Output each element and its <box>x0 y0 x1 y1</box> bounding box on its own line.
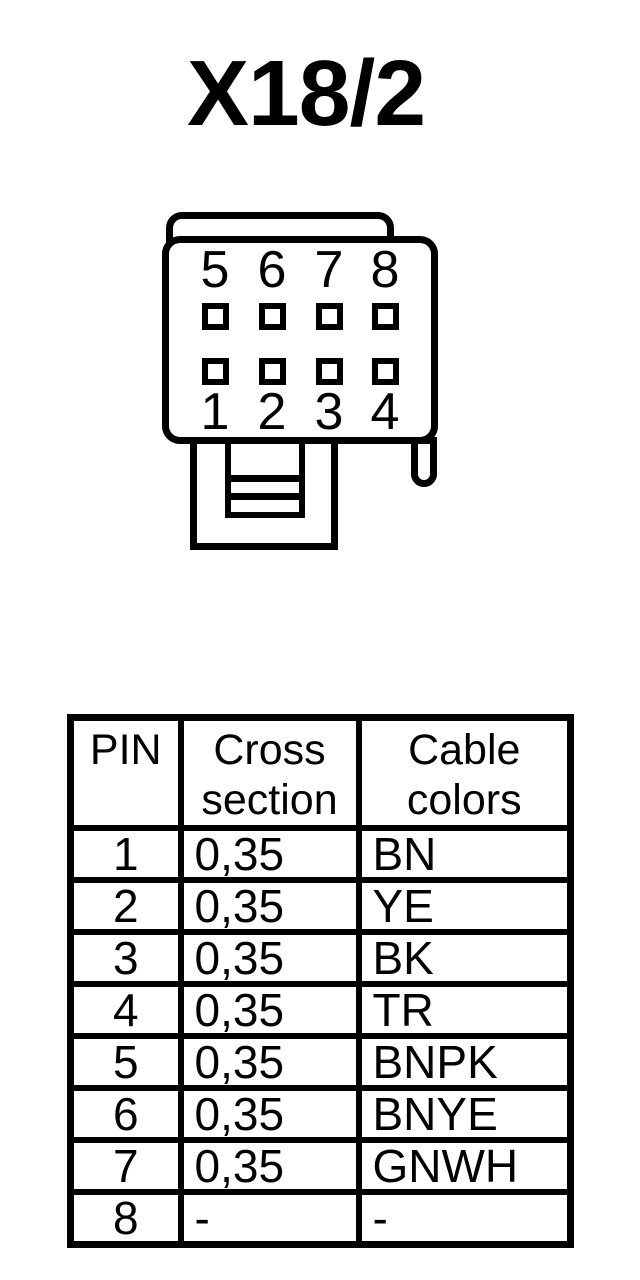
pin-cell: 4 <box>67 981 184 1039</box>
cable-color-cell: BK <box>355 929 574 987</box>
cable-color-cell: BNPK <box>355 1033 574 1091</box>
table-row: 2 0,35 YE <box>67 877 574 935</box>
pin-label-8: 8 <box>370 241 400 299</box>
pin-cell: 3 <box>67 929 184 987</box>
cable-color-cell: BNYE <box>355 1085 574 1143</box>
table-row: 6 0,35 BNYE <box>67 1085 574 1143</box>
pin-cavity-square <box>316 358 343 385</box>
cable-color-cell: TR <box>355 981 574 1039</box>
pin-label-1: 1 <box>200 383 230 441</box>
connector-side-peg <box>411 437 437 487</box>
table-row: 5 0,35 BNPK <box>67 1033 574 1091</box>
pin-cavity-square <box>259 303 286 330</box>
table-header-row: PIN Cross section Cable colors <box>67 714 574 831</box>
table-row: 8 - - <box>67 1189 574 1248</box>
col-header-pin: PIN <box>67 714 184 831</box>
latch-rib <box>228 475 302 482</box>
pin-label-2: 2 <box>257 383 287 441</box>
pin-label-5: 5 <box>200 241 230 299</box>
cable-color-cell: GNWH <box>355 1137 574 1195</box>
table-row: 1 0,35 BN <box>67 825 574 883</box>
pin-cell: 6 <box>67 1085 184 1143</box>
col-header-cross-section: Cross section <box>177 714 362 831</box>
pin-cell: 2 <box>67 877 184 935</box>
pin-cavity-square <box>259 358 286 385</box>
pin-label-6: 6 <box>257 241 287 299</box>
cross-section-cell: - <box>177 1189 362 1248</box>
cross-section-cell: 0,35 <box>177 929 362 987</box>
latch-rib <box>228 493 302 500</box>
pin-cell: 8 <box>67 1189 184 1248</box>
table-row: 3 0,35 BK <box>67 929 574 987</box>
cross-section-cell: 0,35 <box>177 877 362 935</box>
col-header-pin-label: PIN <box>89 726 162 774</box>
pin-cavity-square <box>372 303 399 330</box>
pin-cell: 5 <box>67 1033 184 1091</box>
cross-section-cell: 0,35 <box>177 825 362 883</box>
cable-color-cell: YE <box>355 877 574 935</box>
cross-section-cell: 0,35 <box>177 1137 362 1195</box>
page-title: X18/2 <box>187 41 426 145</box>
cross-section-cell: 0,35 <box>177 981 362 1039</box>
pin-label-3: 3 <box>314 383 344 441</box>
connector-front-plate <box>162 236 438 444</box>
table-row: 4 0,35 TR <box>67 981 574 1039</box>
cross-section-cell: 0,35 <box>177 1033 362 1091</box>
pin-cell: 7 <box>67 1137 184 1195</box>
pin-cavity-square <box>372 358 399 385</box>
pin-label-7: 7 <box>314 241 344 299</box>
cross-section-cell: 0,35 <box>177 1085 362 1143</box>
pinout-table: PIN Cross section Cable colors 1 0,35 BN… <box>67 714 574 1248</box>
col-header-cable-colors: Cable colors <box>355 714 574 831</box>
cable-color-cell: - <box>355 1189 574 1248</box>
table-row: 7 0,35 GNWH <box>67 1137 574 1195</box>
pin-cavity-square <box>316 303 343 330</box>
cable-color-cell: BN <box>355 825 574 883</box>
pin-label-4: 4 <box>370 383 400 441</box>
pin-cavity-square <box>202 303 229 330</box>
pin-cavity-square <box>202 358 229 385</box>
pin-cell: 1 <box>67 825 184 883</box>
